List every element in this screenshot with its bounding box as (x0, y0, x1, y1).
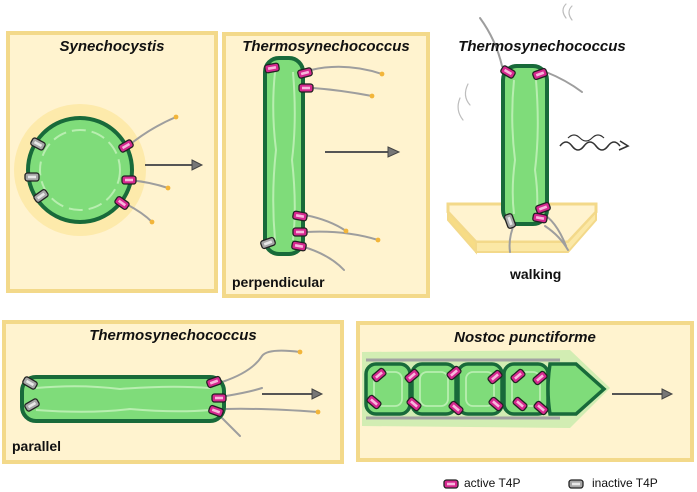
cell-inner-membranes (373, 371, 541, 407)
pili-tips (297, 349, 321, 415)
panel-title-perpendicular: Thermosynechococcus (242, 38, 410, 55)
legend-inactive-label: inactive T4P (592, 476, 658, 490)
filament-cell (410, 362, 458, 416)
cell-inner-membrane (35, 385, 211, 391)
motion-arrow (145, 159, 204, 171)
pilus-active (263, 62, 281, 74)
cell-inner-membrane (511, 79, 517, 215)
panel-title-synechocystis: Synechocystis (59, 38, 165, 55)
cell-rod-horizontal (20, 375, 226, 423)
mode-label-walking: walking (510, 266, 562, 282)
cell-spherical (26, 116, 134, 224)
surface-front (475, 209, 597, 253)
cell-inner-membrane (35, 407, 211, 413)
legend-active-label: active T4P (464, 476, 521, 490)
panel-perpendicular (222, 32, 430, 298)
cell-inner-membrane (533, 79, 539, 215)
scribble-lines (457, 3, 573, 121)
pilus-active (291, 210, 309, 222)
motion-arrow (612, 388, 674, 400)
pilus-active (298, 83, 314, 93)
panel-walking (446, 3, 630, 255)
motion-arrow (262, 388, 324, 400)
pili-filaments (303, 65, 383, 271)
panel-title-nostoc: Nostoc punctiforme (454, 329, 596, 346)
mode-label-perpendicular: perpendicular (232, 274, 325, 290)
panel-title-parallel: Thermosynechococcus (89, 327, 257, 344)
wavy-arrow (559, 134, 630, 151)
panel-title-walking: Thermosynechococcus (458, 38, 626, 55)
pili-tips (149, 114, 179, 225)
panel-parallel (2, 320, 344, 464)
pili-filaments (221, 349, 319, 437)
panel-synechocystis (6, 31, 218, 293)
legend-inactive-symbol (568, 479, 584, 489)
panel-background (222, 32, 430, 298)
pilus-active (531, 212, 549, 224)
legend-active-symbol (443, 479, 459, 489)
pilus-active (290, 240, 308, 252)
cell-rod-vertical (501, 64, 549, 226)
cell-rod (263, 56, 305, 256)
filament-outline-shadow (366, 358, 560, 420)
pilus-active (211, 393, 227, 403)
pili-tips (343, 71, 385, 243)
mode-label-parallel: parallel (12, 438, 62, 454)
cell-inner-membrane (39, 129, 121, 211)
pilus-active (121, 175, 137, 185)
panel-nostoc (356, 321, 694, 462)
pilus-inactive (24, 172, 40, 182)
motion-arrow (325, 146, 401, 158)
filament-tip-cell (546, 362, 607, 416)
pilus-active (292, 227, 308, 237)
cell-inner-membrane (272, 71, 278, 241)
